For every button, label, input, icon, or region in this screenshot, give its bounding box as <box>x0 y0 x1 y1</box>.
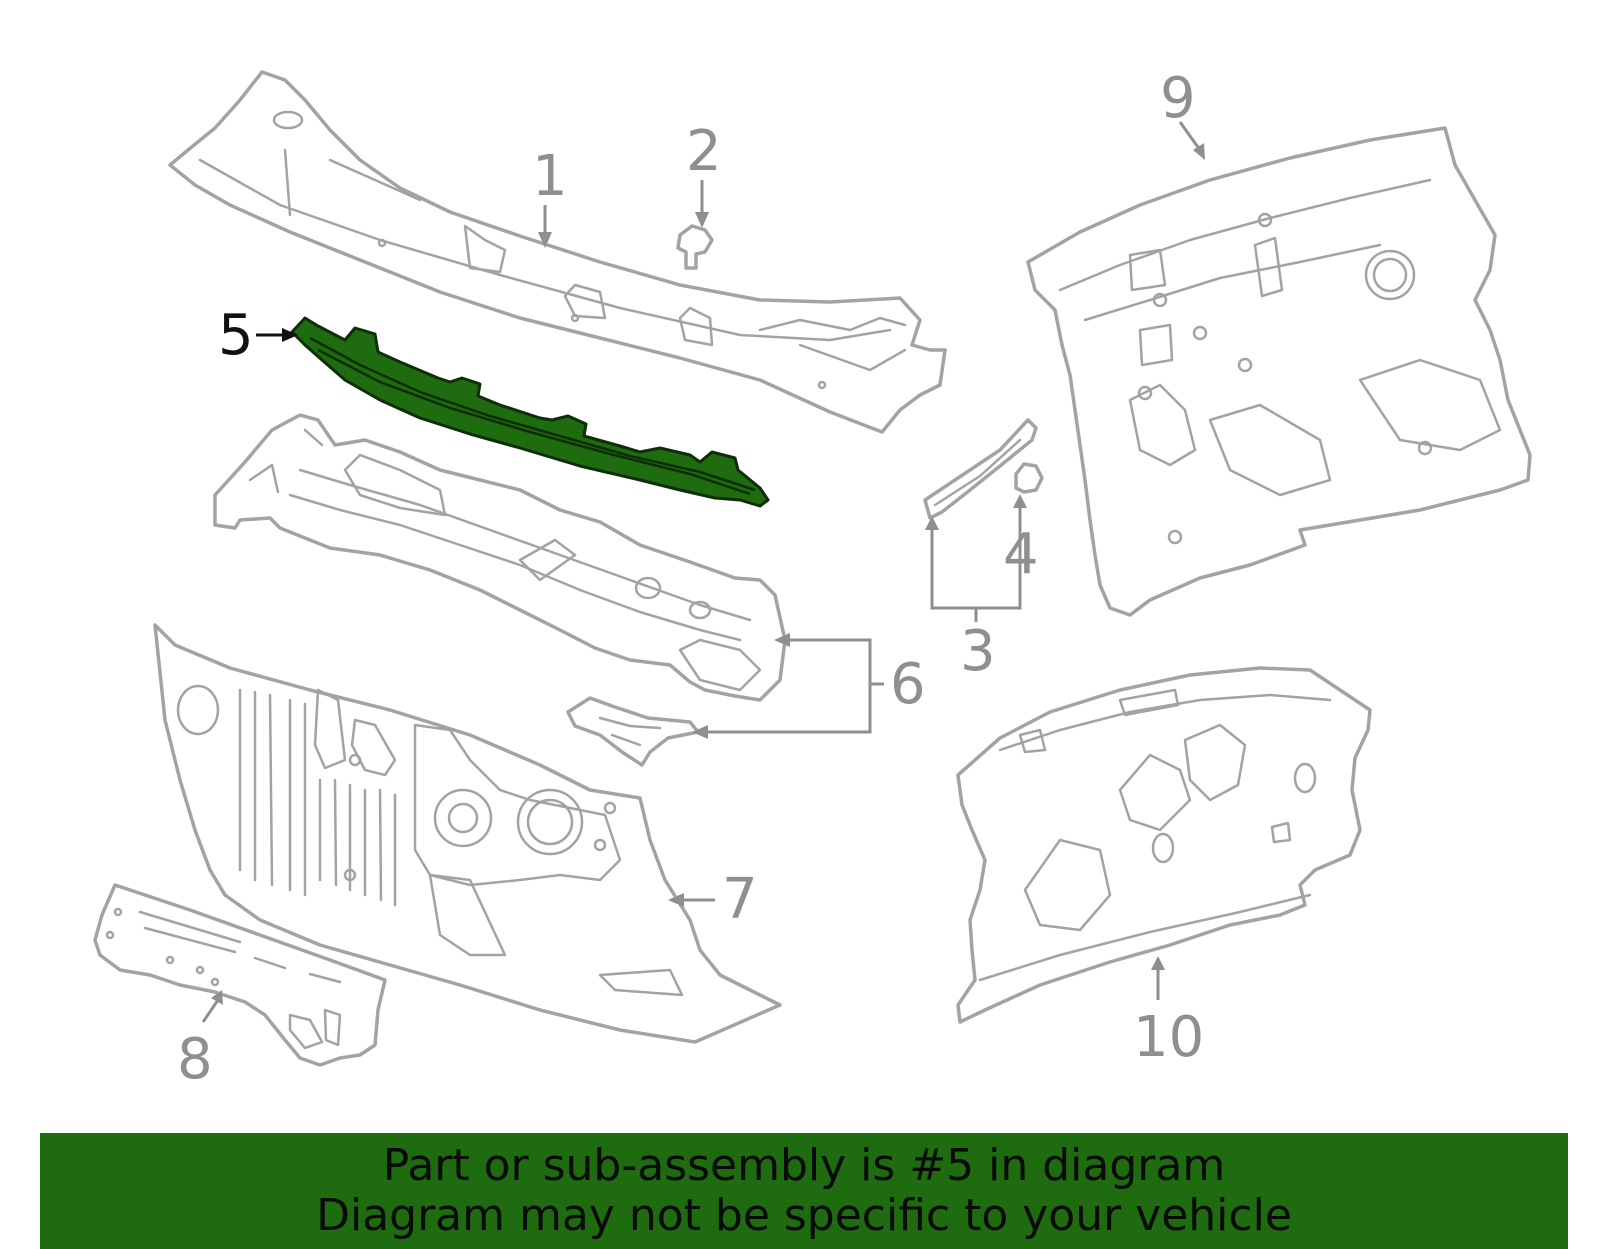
part-10-insulator[interactable] <box>956 666 1372 1024</box>
callout-4[interactable]: 4 <box>1003 522 1039 587</box>
part-6-bracket[interactable] <box>566 696 700 767</box>
notice-banner: Part or sub-assembly is #5 in diagram Di… <box>40 1133 1568 1249</box>
part-4-clip[interactable] <box>1014 462 1044 494</box>
part-9-dash-panel[interactable] <box>1026 126 1532 617</box>
callout-2[interactable]: 2 <box>686 119 722 184</box>
leader-lines <box>201 121 1205 1023</box>
callout-10[interactable]: 10 <box>1133 1005 1204 1070</box>
part-6-cowl-frame[interactable] <box>213 413 787 702</box>
callout-5[interactable]: 5 <box>218 303 254 368</box>
part-1-cowl-panel[interactable] <box>168 70 947 434</box>
callout-9[interactable]: 9 <box>1160 66 1196 131</box>
part-7-dash-panel[interactable] <box>153 623 782 1044</box>
part-3-brace[interactable] <box>923 418 1038 520</box>
banner-line-2: Diagram may not be specific to your vehi… <box>316 1190 1292 1241</box>
callout-8[interactable]: 8 <box>177 1027 213 1092</box>
parts-diagram: 1 2 3 4 5 6 7 8 9 10 <box>93 66 1532 1092</box>
banner-line-1: Part or sub-assembly is #5 in diagram <box>382 1140 1226 1191</box>
part-2-fastener[interactable] <box>676 224 714 270</box>
part-5-highlighted[interactable] <box>290 316 770 508</box>
callout-6[interactable]: 6 <box>890 652 926 717</box>
callout-7[interactable]: 7 <box>722 867 758 932</box>
callout-labels: 1 2 3 4 5 6 7 8 9 10 <box>177 66 1204 1092</box>
callout-3[interactable]: 3 <box>960 619 996 684</box>
part-8-extension[interactable] <box>93 883 387 1067</box>
callout-1[interactable]: 1 <box>532 144 568 209</box>
